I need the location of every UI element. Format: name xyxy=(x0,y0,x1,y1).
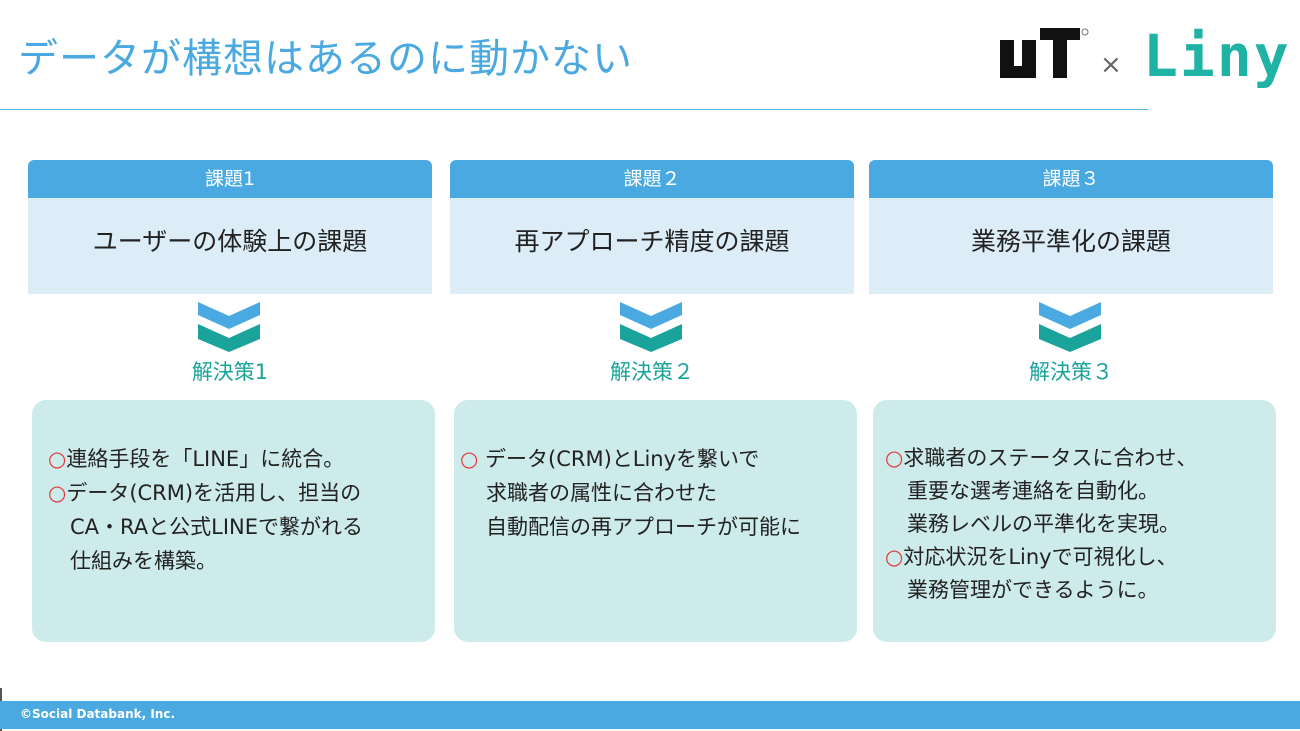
issue-title-1: ユーザーの体験上の課題 xyxy=(28,198,432,294)
ut-logo xyxy=(1000,28,1089,78)
title-rule xyxy=(0,109,1148,110)
issue-tab-1: 課題1 xyxy=(28,160,432,198)
solution-box-3: ○求職者のステータスに合わせ、 重要な選考連絡を自動化。 業務レベルの平準化を実… xyxy=(873,400,1276,642)
circle-mark: ○ xyxy=(885,545,904,569)
chevron-down-icon xyxy=(198,302,260,352)
circle-mark: ○ xyxy=(460,447,479,471)
solution-label-3: 解決策３ xyxy=(1029,360,1113,384)
solution-line: ○対応状況をLinyで可視化し、 xyxy=(885,545,1178,569)
logo-separator: × xyxy=(1100,50,1122,80)
solution-box-2: ○ データ(CRM)とLinyを繋いで 求職者の属性に合わせた 自動配信の再アプ… xyxy=(454,400,857,642)
liny-logo: Liny xyxy=(1143,22,1291,90)
footer-bar: ©Social Databank, Inc. xyxy=(0,701,1300,729)
solution-line: ○求職者のステータスに合わせ、 xyxy=(885,446,1198,470)
solution-line: ○データ(CRM)を活用し、担当の xyxy=(48,481,362,505)
solution-line: 重要な選考連絡を自動化。 xyxy=(907,479,1159,503)
issue-column-1: 課題1 ユーザーの体験上の課題 解決策1 ○連絡手段を「LINE」に統合。 ○デ… xyxy=(28,160,435,642)
solution-line: 仕組みを構築。 xyxy=(70,549,217,573)
footer-copyright: ©Social Databank, Inc. xyxy=(20,707,176,721)
issue-tab-2: 課題２ xyxy=(450,160,854,198)
issue-column-3: 課題３ 業務平準化の課題 解決策３ ○求職者のステータスに合わせ、 重要な選考連… xyxy=(869,160,1276,642)
chevron-down-icon xyxy=(620,302,682,352)
solution-label-2: 解決策２ xyxy=(610,360,694,384)
circle-mark: ○ xyxy=(48,481,67,505)
solution-line: 業務レベルの平準化を実現。 xyxy=(907,512,1180,536)
solution-line: CA・RAと公式LINEで繋がれる xyxy=(70,515,364,539)
issue-column-2: 課題２ 再アプローチ精度の課題 解決策２ ○ データ(CRM)とLinyを繋いで… xyxy=(450,160,857,642)
chevron-down-icon xyxy=(1039,302,1101,352)
solution-line: ○ データ(CRM)とLinyを繋いで xyxy=(460,447,760,471)
logo-area: × Liny xyxy=(1000,22,1289,98)
solution-box-1: ○連絡手段を「LINE」に統合。 ○データ(CRM)を活用し、担当の CA・RA… xyxy=(32,400,435,642)
solution-line: 自動配信の再アプローチが可能に xyxy=(486,515,801,539)
circle-mark: ○ xyxy=(48,447,67,471)
issue-tab-3: 課題３ xyxy=(869,160,1273,198)
issue-title-3: 業務平準化の課題 xyxy=(869,198,1273,294)
issue-title-2: 再アプローチ精度の課題 xyxy=(450,198,854,294)
solution-line: ○連絡手段を「LINE」に統合。 xyxy=(48,447,345,471)
page-title: データが構想はあるのに動かない xyxy=(18,36,633,82)
circle-mark: ○ xyxy=(885,446,904,470)
solution-line: 求職者の属性に合わせた xyxy=(486,481,717,505)
solution-line: 業務管理ができるように。 xyxy=(907,578,1159,602)
solution-label-1: 解決策1 xyxy=(191,360,269,384)
